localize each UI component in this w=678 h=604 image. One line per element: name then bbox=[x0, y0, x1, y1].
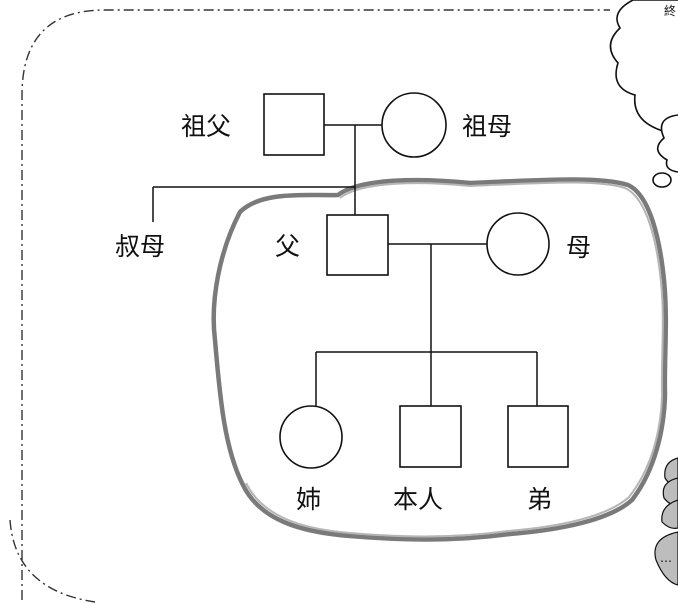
mother-symbol bbox=[486, 212, 550, 276]
grandmother-symbol bbox=[381, 92, 447, 158]
grandfather-label: 祖父 bbox=[181, 112, 231, 141]
grandfather-symbol bbox=[263, 93, 325, 156]
self-label: 本人 bbox=[393, 485, 443, 514]
stone-shape-3 bbox=[661, 499, 678, 529]
ellipsis-bubble bbox=[654, 531, 678, 586]
thought-bubble: 終 bbox=[609, 0, 678, 188]
thought-dot bbox=[652, 172, 672, 188]
outer-dashed-border bbox=[21, 9, 610, 600]
nuclear-family-outline-shadow bbox=[245, 181, 664, 538]
outer-dashed-border-bottom bbox=[9, 519, 96, 603]
thought-bubble-text: 終 bbox=[664, 3, 676, 18]
brother-symbol bbox=[507, 405, 569, 468]
ellipsis-bubble-text: … bbox=[660, 551, 672, 565]
aunt-label: 叔母 bbox=[115, 232, 165, 261]
brother-label: 弟 bbox=[527, 485, 552, 514]
thought-cloud-lower bbox=[656, 114, 678, 173]
family-lines bbox=[152, 124, 538, 407]
nuclear-family-outline bbox=[211, 177, 669, 542]
stone-bubbles: … bbox=[654, 457, 678, 586]
self-symbol bbox=[399, 405, 462, 468]
grandmother-label: 祖母 bbox=[462, 112, 512, 141]
father-symbol bbox=[326, 214, 389, 276]
sister-symbol bbox=[279, 405, 343, 469]
mother-label: 母 bbox=[566, 233, 591, 262]
sister-label: 姉 bbox=[296, 485, 321, 514]
father-label: 父 bbox=[275, 232, 300, 261]
